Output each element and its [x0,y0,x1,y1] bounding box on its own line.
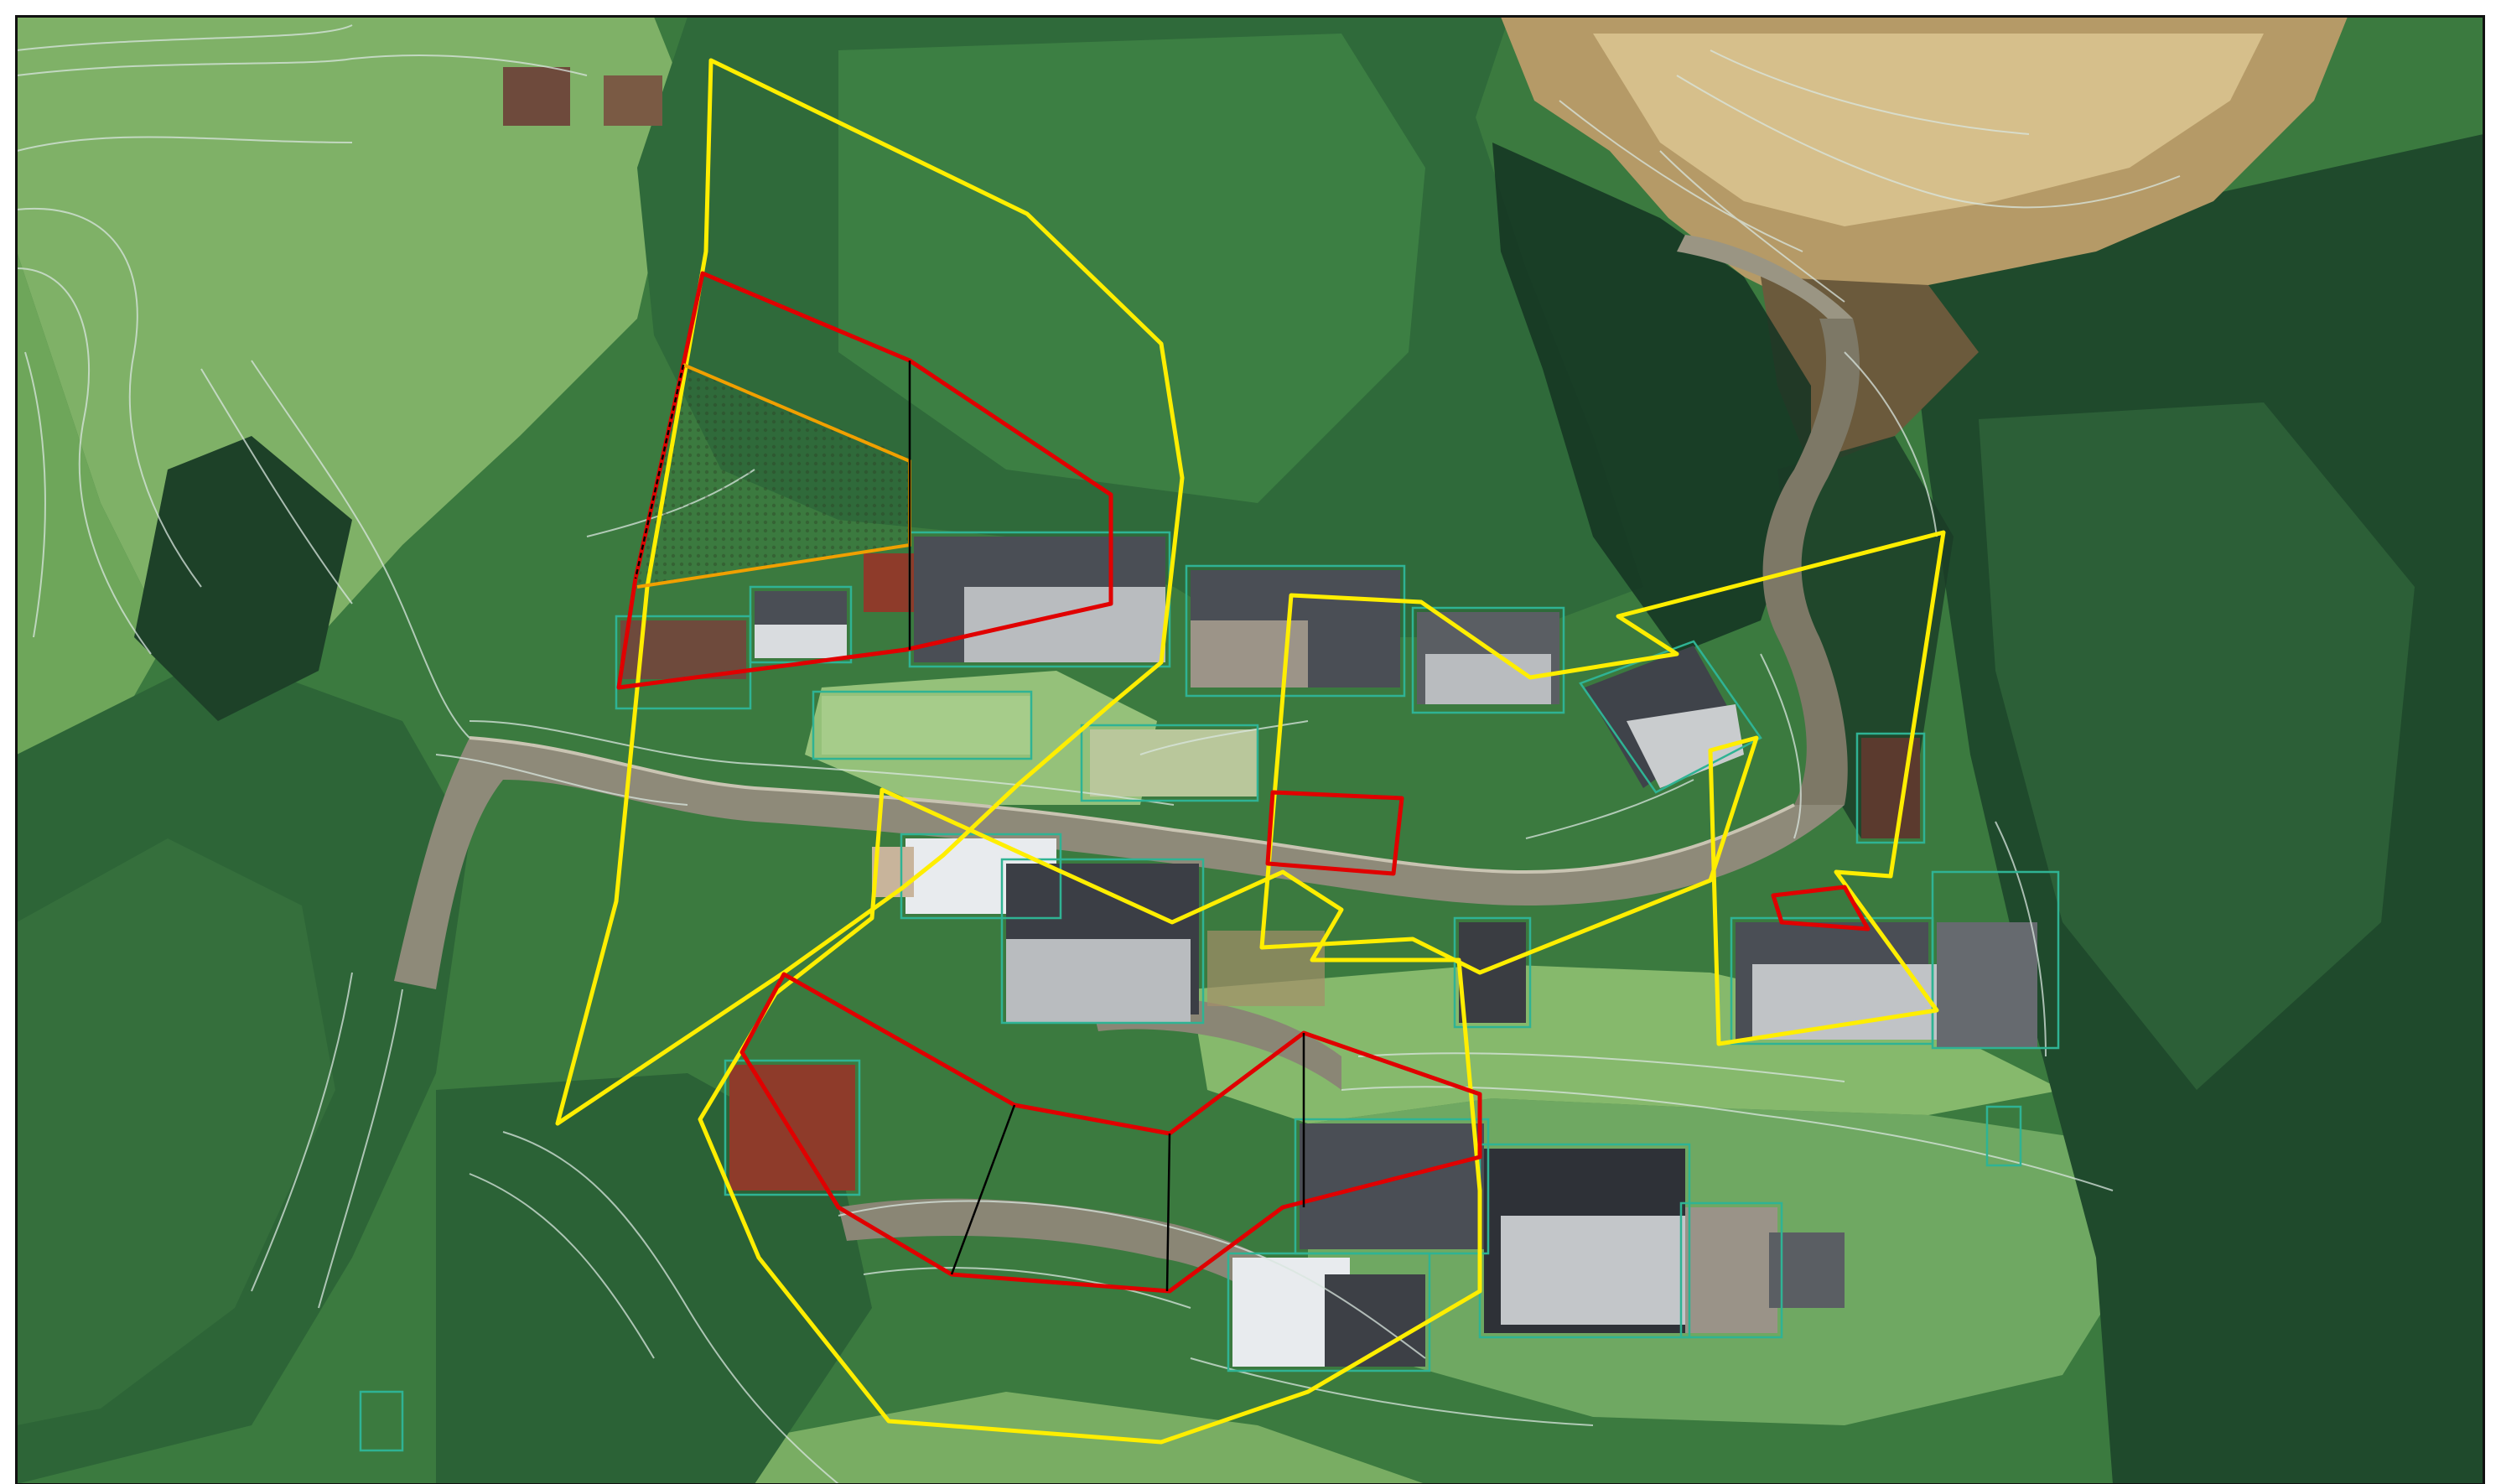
buildings [503,67,2037,1367]
dividing-lines-black [634,361,1305,1292]
building-footprints [359,531,2060,1452]
red-parcel-road-small [1265,790,1404,876]
parcel-boundaries-red [616,271,1871,1294]
yellow-boundary-central [1259,530,1946,1046]
yellow-boundary-northwest [555,58,1185,1126]
area-boundaries-yellow [555,58,1946,1445]
red-parcel-north [616,271,1113,690]
red-parcel-south [739,972,1482,1294]
map-border [15,15,2485,1484]
yellow-boundary-south [698,787,1482,1445]
red-parcel-east-small [1771,885,1871,931]
